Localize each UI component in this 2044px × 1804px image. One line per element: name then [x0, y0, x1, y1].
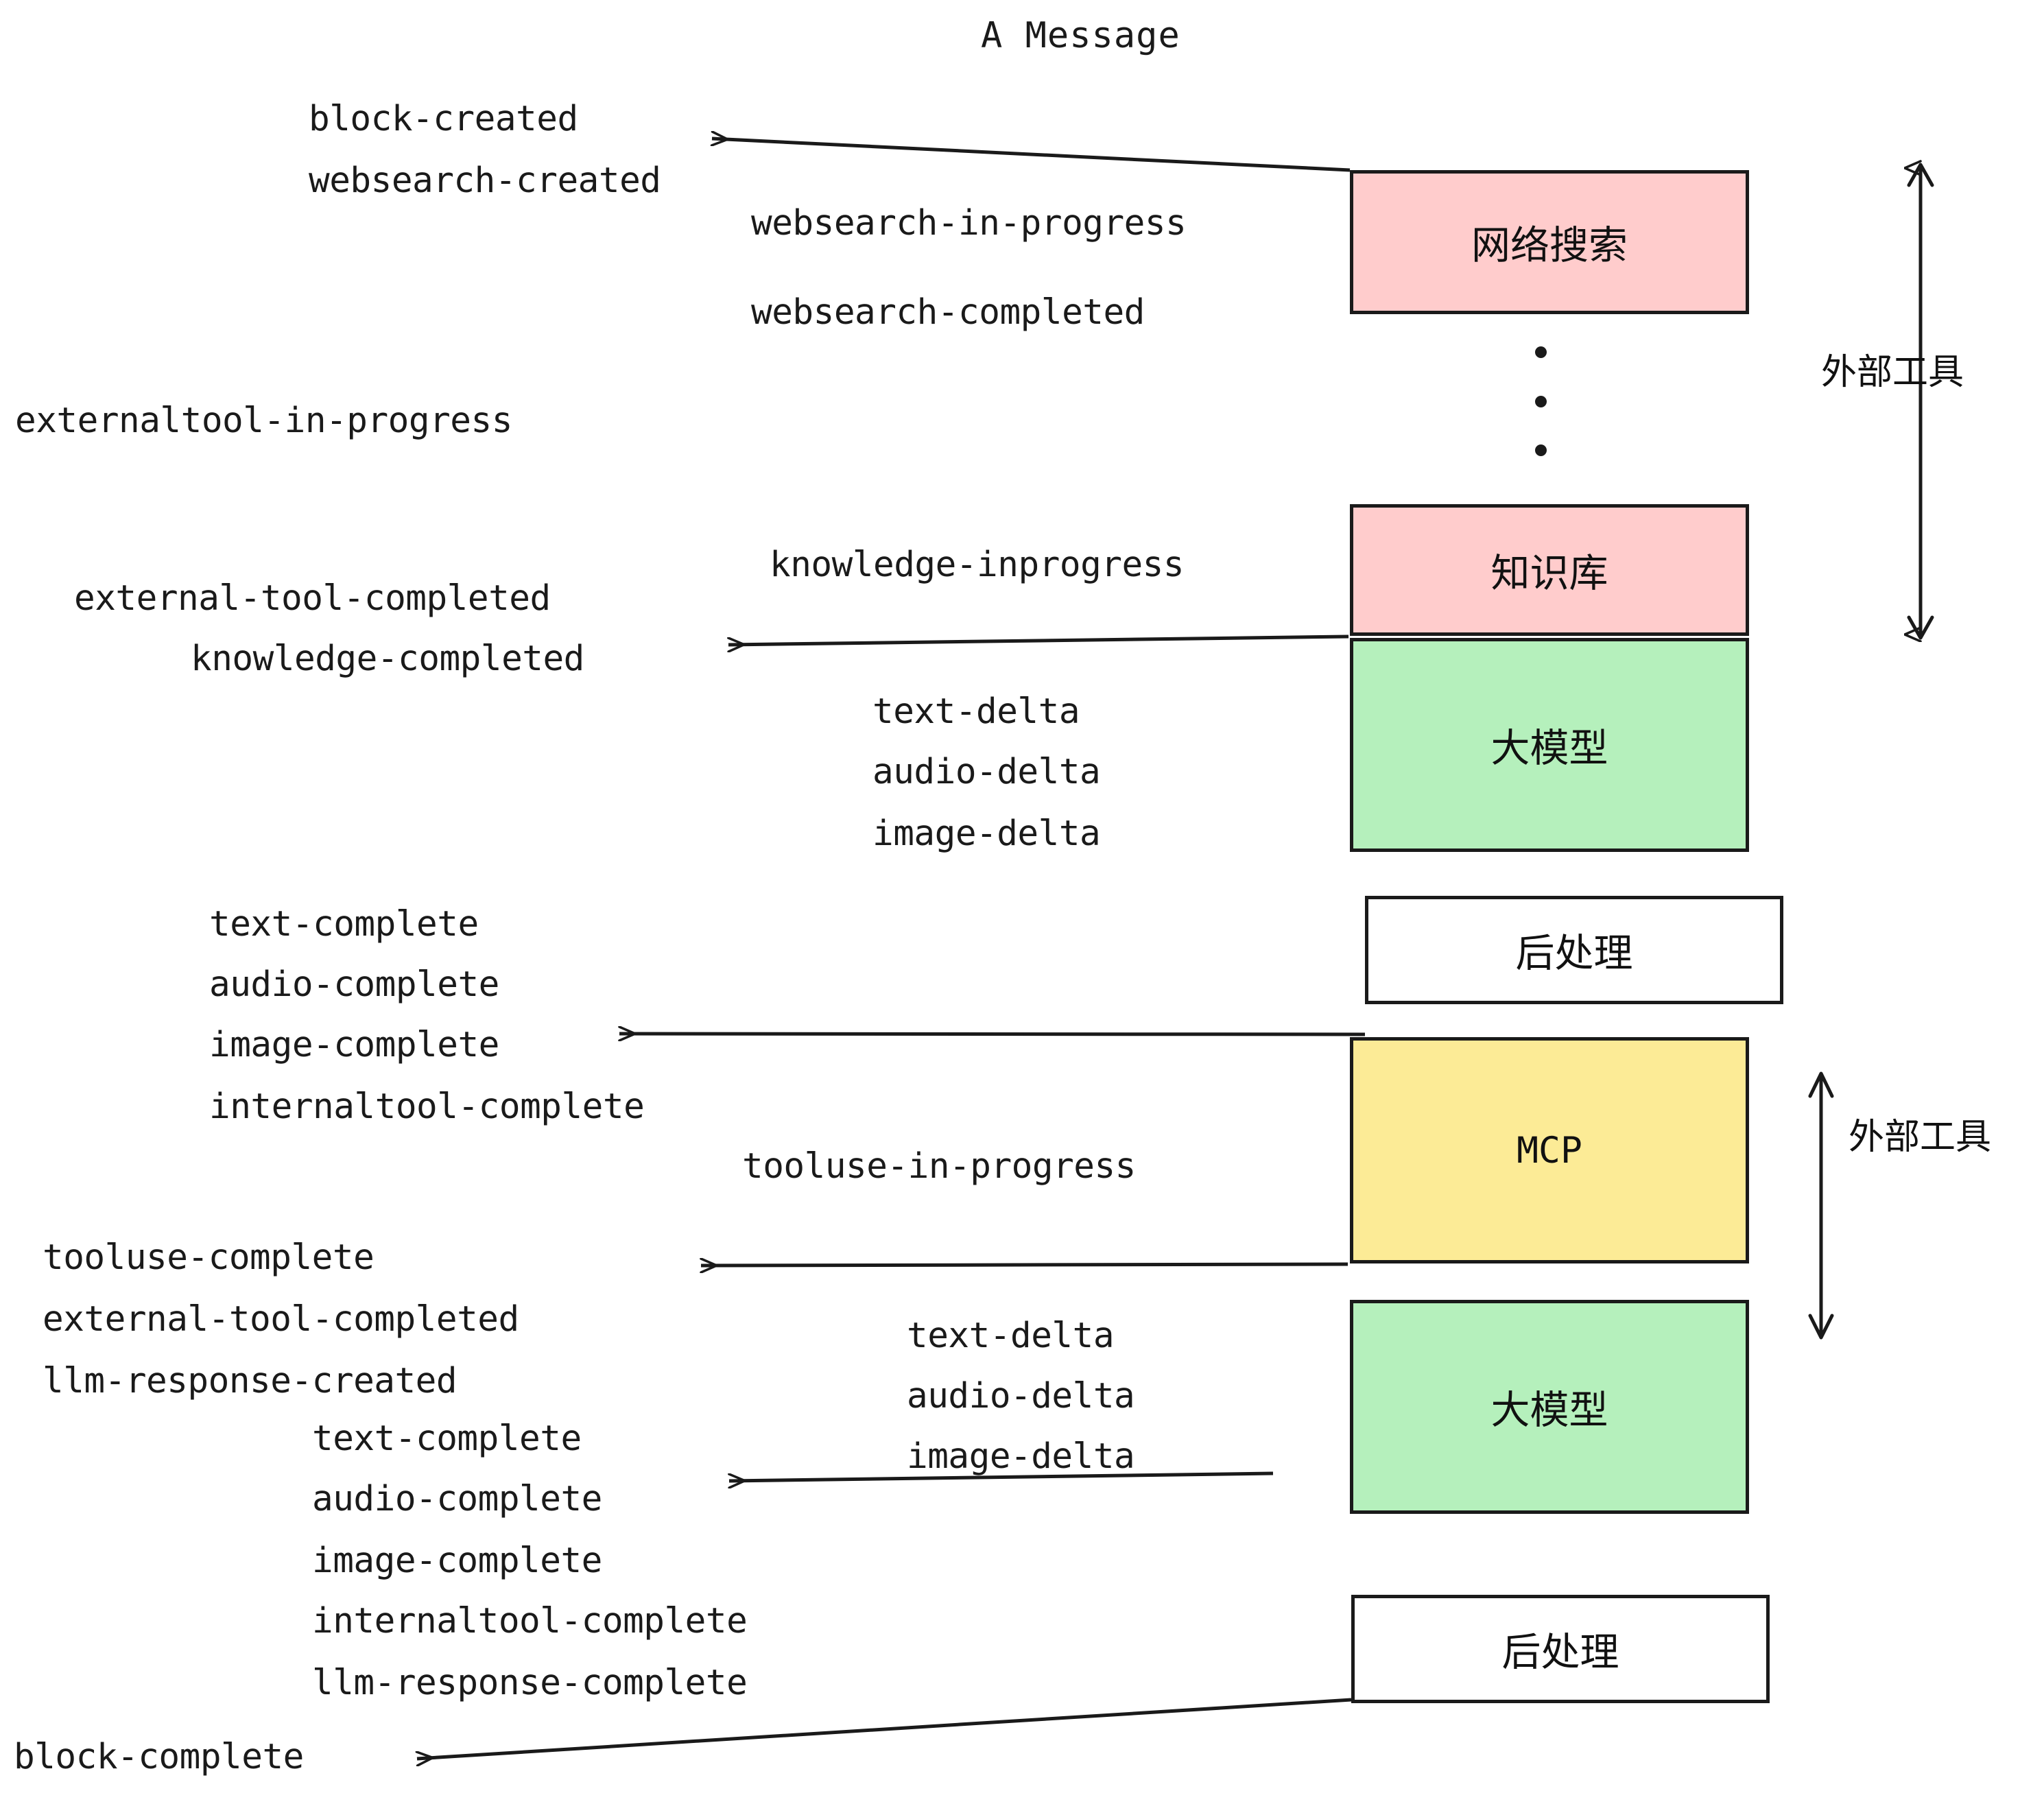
event-text-complete-1: text-complete	[209, 904, 479, 945]
node-postprocess-1-label: 后处理	[1515, 931, 1633, 976]
event-image-delta-1: image-delta	[872, 814, 1101, 854]
arrowhead-down-top	[1907, 615, 1934, 640]
event-internaltool-complete-1: internaltool-complete	[209, 1087, 645, 1127]
event-knowledge-completed: knowledge-completed	[191, 639, 584, 679]
node-llm-1[interactable]: 大模型	[1350, 638, 1749, 852]
arrowhead-up-bottom	[1808, 1071, 1834, 1098]
node-mcp[interactable]: MCP	[1350, 1037, 1749, 1263]
event-websearch-created: websearch-created	[309, 161, 661, 201]
diagram-title: A Message	[981, 15, 1180, 56]
node-llm-2[interactable]: 大模型	[1350, 1300, 1749, 1514]
side-label-external-tool-top: 外部工具	[1821, 352, 1964, 393]
event-tooluse-in-progress: tooluse-in-progress	[742, 1146, 1136, 1187]
event-audio-delta-2: audio-delta	[907, 1376, 1135, 1416]
arrowhead-down-bottom	[1808, 1314, 1834, 1340]
event-internaltool-complete-2: internaltool-complete	[312, 1601, 748, 1641]
node-postprocess-2[interactable]: 后处理	[1351, 1595, 1770, 1703]
event-audio-complete-2: audio-complete	[312, 1479, 602, 1519]
node-websearch-label: 网络搜索	[1471, 223, 1628, 268]
event-tooluse-complete: tooluse-complete	[43, 1237, 375, 1278]
arrow-post2-to-blockcomplete	[417, 1698, 1352, 1759]
node-knowledge-label: 知识库	[1490, 551, 1608, 596]
node-postprocess-1[interactable]: 后处理	[1365, 896, 1783, 1004]
event-llm-response-created: llm-response-created	[43, 1361, 457, 1401]
event-external-tool-completed-1: external-tool-completed	[74, 578, 551, 619]
node-postprocess-2-label: 后处理	[1501, 1630, 1619, 1675]
node-llm-2-label: 大模型	[1490, 1388, 1608, 1433]
arrow-knowledge-to-knowledgecompleted	[728, 634, 1349, 645]
event-externaltool-in-progress: externaltool-in-progress	[15, 401, 512, 441]
event-image-complete-1: image-complete	[209, 1025, 499, 1065]
event-image-delta-2: image-delta	[907, 1436, 1135, 1477]
arrowhead-up-top	[1907, 163, 1934, 187]
node-mcp-label: MCP	[1517, 1129, 1582, 1172]
event-text-delta-1: text-delta	[872, 691, 1080, 732]
node-knowledge[interactable]: 知识库	[1350, 504, 1749, 636]
event-websearch-in-progress: websearch-in-progress	[751, 203, 1187, 244]
arrow-websearch-to-blockcreated	[712, 139, 1351, 172]
event-audio-complete-1: audio-complete	[209, 964, 499, 1005]
event-block-complete: block-complete	[14, 1737, 304, 1777]
event-image-complete-2: image-complete	[312, 1541, 602, 1581]
event-text-complete-2: text-complete	[312, 1419, 582, 1459]
event-audio-delta-1: audio-delta	[872, 752, 1101, 792]
event-text-delta-2: text-delta	[907, 1316, 1115, 1356]
vertical-ellipsis	[1534, 346, 1547, 456]
arrow-mcp-to-tooluse	[701, 1264, 1348, 1266]
event-knowledge-inprogress: knowledge-inprogress	[770, 545, 1185, 585]
node-websearch[interactable]: 网络搜索	[1350, 170, 1749, 314]
event-block-created: block-created	[309, 99, 578, 139]
event-websearch-completed: websearch-completed	[751, 292, 1145, 333]
node-llm-1-label: 大模型	[1490, 726, 1608, 771]
event-external-tool-completed-2: external-tool-completed	[43, 1299, 519, 1340]
event-llm-response-complete: llm-response-complete	[312, 1663, 748, 1703]
side-label-external-tool-bottom: 外部工具	[1849, 1117, 1992, 1158]
